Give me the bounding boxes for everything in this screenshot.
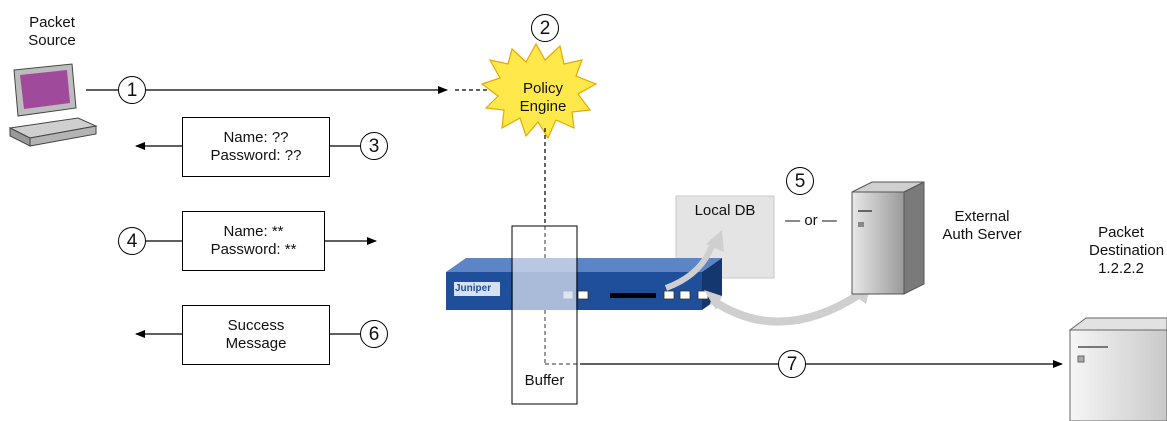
step-3-marker: 3 (360, 132, 388, 160)
juniper-logo: Juniper (455, 283, 492, 294)
credentials-reply-box: Name: **Password: ** (182, 211, 325, 271)
credential-prompt-box: Name: ??Password: ?? (182, 117, 330, 177)
buffer-label: Buffer (524, 372, 565, 389)
step-2-marker: 2 (531, 14, 559, 42)
policy-engine-burst (480, 42, 598, 140)
or-label: — or — (785, 212, 837, 229)
step-5-marker: 5 (786, 167, 814, 195)
local-db-label: Local DB (694, 202, 756, 219)
step-7-marker: 7 (778, 350, 806, 378)
step-1-marker: 1 (118, 76, 146, 104)
step-4-marker: 4 (118, 227, 146, 255)
computer-icon (8, 63, 98, 147)
device-leds: : : : (471, 286, 495, 297)
step-6-marker: 6 (360, 320, 388, 348)
auth-server-icon (851, 181, 925, 295)
destination-server-icon (1068, 317, 1167, 421)
